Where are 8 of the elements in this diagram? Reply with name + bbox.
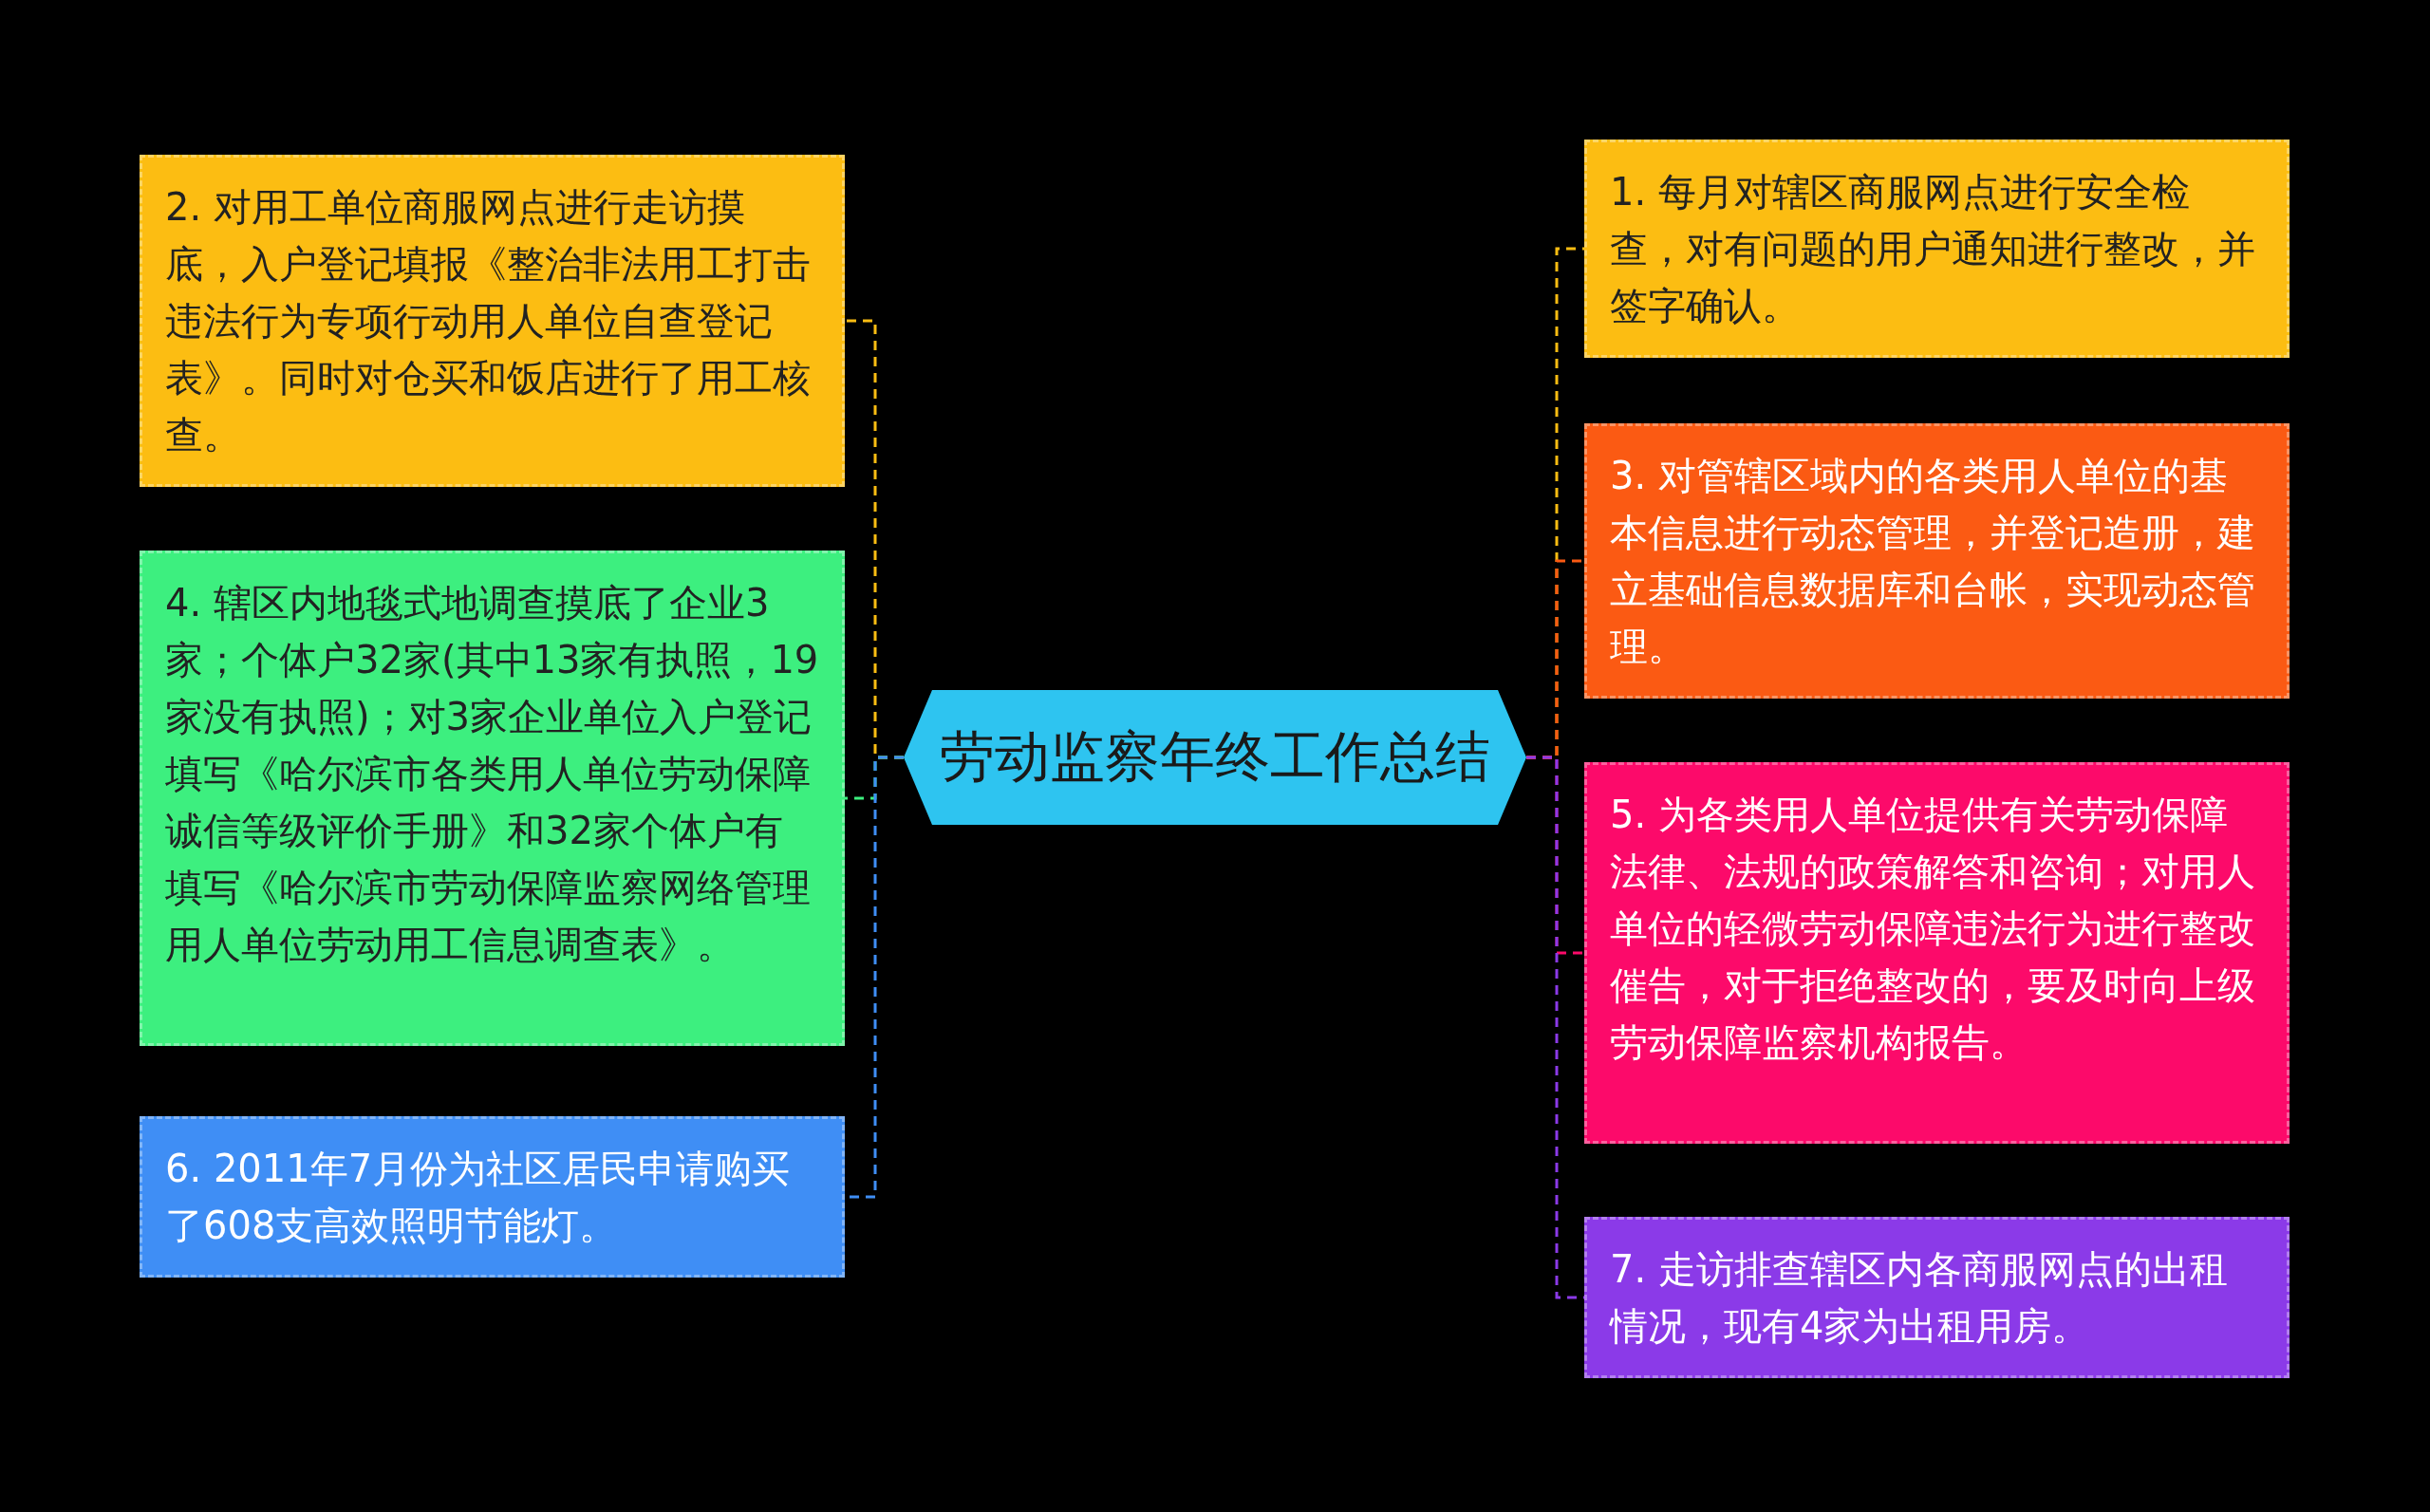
topic-box: 4. 辖区内地毯式地调查摸底了企业3家；个体户32家(其中13家有执照，19家没有执照)；对3家企业单位入户登记填写《哈尔滨市各类用人单位劳动保障诚信等级评价手册》和32家个体户有填写《哈尔滨市劳动保障监察网络管理用人单位劳动用工信息调查表》。 [140,551,845,1046]
topic-box: 2. 对用工单位商服网点进行走访摸底，入户登记填报《整治非法用工打击违法行为专项行动用人单位自查登记表》。同时对仓买和饭店进行了用工核查。 [140,155,845,487]
topic-box: 6. 2011年7月份为社区居民申请购买了608支高效照明节能灯。 [140,1116,845,1278]
topic-box: 7. 走访排查辖区内各商服网点的出租情况，现有4家为出租用房。 [1584,1217,2290,1378]
topic-box: 5. 为各类用人单位提供有关劳动保障法律、法规的政策解答和咨询；对用人单位的轻微劳动保障违法行为进行整改催告，对于拒绝整改的，要及时向上级劳动保障监察机构报告。 [1584,762,2290,1144]
topic-box: 1. 每月对辖区商服网点进行安全检查，对有问题的用户通知进行整改，并签字确认。 [1584,140,2290,358]
topic-box: 3. 对管辖区域内的各类用人单位的基本信息进行动态管理，并登记造册，建立基础信息数据库和台帐，实现动态管理。 [1584,423,2290,699]
central-topic-hexagon: 劳动监察年终工作总结 [904,690,1526,825]
